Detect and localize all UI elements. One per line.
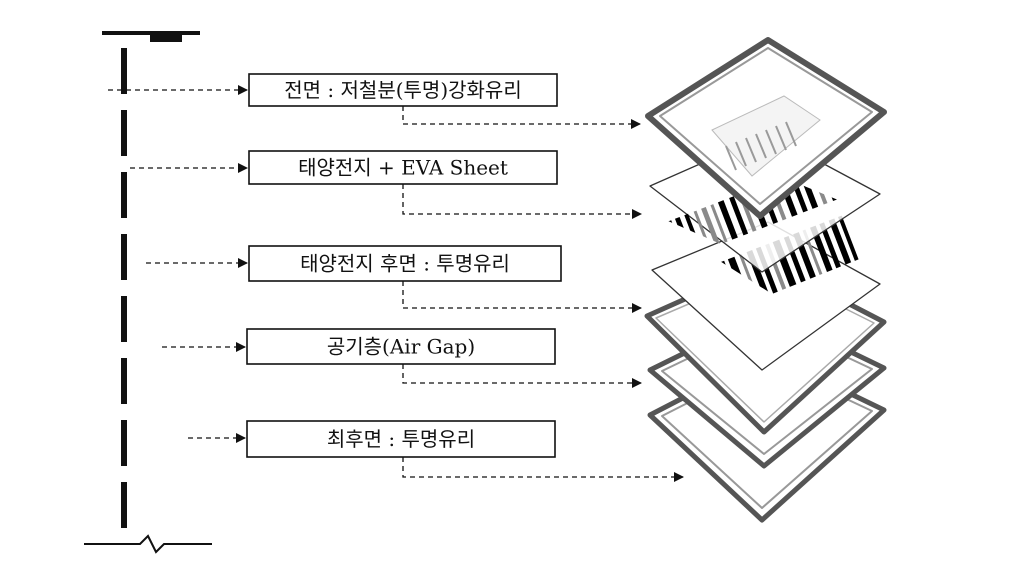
pattern-line xyxy=(765,129,777,155)
label-box xyxy=(248,245,562,282)
front-glass-reflection xyxy=(711,95,821,177)
solar-cell xyxy=(717,200,738,240)
pattern-line xyxy=(775,125,787,151)
layer-label-cells-eva: 태양전지 + EVA Sheet xyxy=(130,150,642,219)
pattern-line xyxy=(755,133,767,159)
front-glass-pattern xyxy=(725,121,797,171)
solar-cell xyxy=(828,218,853,268)
pattern-line xyxy=(735,141,747,167)
layer-label-text: 공기층(Air Gap) xyxy=(327,335,475,359)
layer-label-text: 태양전지 후면 : 투명유리 xyxy=(300,252,510,276)
pattern-line xyxy=(745,137,757,163)
front-glass-pane xyxy=(659,47,873,205)
front-glass-layer xyxy=(645,37,887,219)
label-box xyxy=(248,73,558,107)
connector-out xyxy=(402,281,642,313)
layer-labels: 전면 : 저철분(투명)강화유리 태양전지 + EVA Sheet 태양전지 후… xyxy=(108,73,684,482)
layer-label-text: 전면 : 저철분(투명)강화유리 xyxy=(284,78,521,102)
wall-top-cap xyxy=(150,33,182,42)
connector-out xyxy=(402,184,642,219)
solar-cell xyxy=(701,206,721,247)
layer-label-air-gap: 공기층(Air Gap) xyxy=(162,328,642,388)
wall-break-line xyxy=(84,534,212,554)
label-box xyxy=(246,420,556,458)
pattern-line xyxy=(785,121,797,147)
solar-cell xyxy=(838,215,860,264)
connector-out xyxy=(402,364,642,388)
exploded-glass-layers xyxy=(644,37,887,523)
layer-label-text: 태양전지 + EVA Sheet xyxy=(298,156,508,180)
layer-label-rear-glass: 최후면 : 투명유리 xyxy=(188,420,684,482)
solar-cell xyxy=(729,196,749,236)
layer-label-front: 전면 : 저철분(투명)강화유리 xyxy=(108,73,641,129)
solar-cell xyxy=(710,204,728,243)
pattern-line xyxy=(725,145,737,171)
solar-cell xyxy=(819,222,842,271)
connector-out xyxy=(402,106,641,129)
wall-section xyxy=(84,31,212,554)
layer-label-text: 최후면 : 투명유리 xyxy=(327,427,475,451)
connector-out xyxy=(402,457,684,482)
label-box xyxy=(246,328,556,365)
layer-label-cell-back-glass: 태양전지 후면 : 투명유리 xyxy=(146,245,642,313)
solar-cell xyxy=(810,225,834,275)
